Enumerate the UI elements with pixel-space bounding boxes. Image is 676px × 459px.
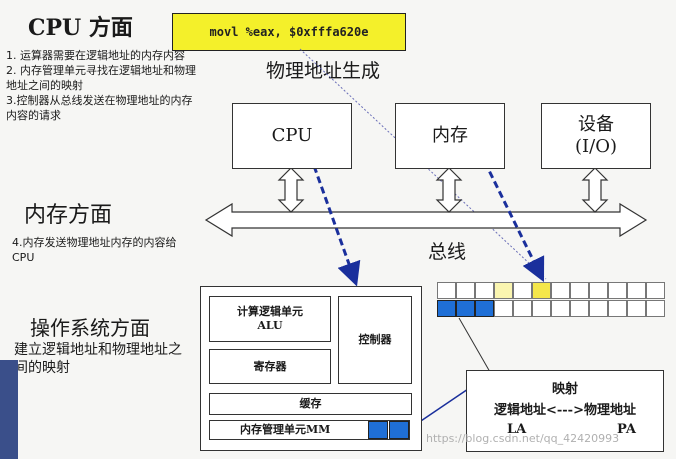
cpu-bus-arrow [277,167,305,213]
cpu-label: CPU [271,125,313,146]
memory-cell [551,282,570,299]
controller-label: 控制器 [358,333,392,346]
memory-cell [589,282,608,299]
memory-cell [456,282,475,299]
memory-cell [494,282,513,299]
memory-cell [513,300,532,317]
memory-bus-arrow [435,167,463,213]
memory-cell [494,300,513,317]
mapping-title: 映射 [551,382,578,397]
cache-box: 缓存 [209,393,412,415]
memory-cell [532,282,551,299]
mmu-label: 内存管理单元MM [240,423,331,436]
device-bus-arrow [581,167,609,213]
memory-cell [627,282,646,299]
device-box: 设备 (I/O) [541,103,651,169]
memory-cell [475,300,494,317]
mapping-relation: 逻辑地址<--->物理地址 [494,403,636,418]
mapping-box: 映射 逻辑地址<--->物理地址 LA PA [466,370,664,452]
grid-to-mapping-line [458,317,491,373]
mapping-la: LA [507,422,527,437]
cpu-note-1: 1. 运算器需要在逻辑地址的内存内容 [6,49,185,62]
memory-cell [475,282,494,299]
memory-cell [513,282,532,299]
os-note: 建立逻辑地址和物理地址之间的映射 [14,342,182,376]
bus-label: 总线 [428,241,467,263]
presenter-shape [0,360,18,459]
mmu-box: 内存管理单元MM [209,420,410,440]
registers-label: 寄存器 [253,359,287,373]
memory-cell [570,282,589,299]
memory-cell [456,300,475,317]
memory-heading: 内存方面 [24,203,113,228]
memory-cell [437,300,456,317]
mmu-cell-2 [389,421,409,439]
mmu-cell-1 [368,421,388,439]
memory-cell [437,282,456,299]
cpu-note-2: 2. 内存管理单元寻找在逻辑地址和物理地址之间的映射 [6,64,196,92]
alu-abbrev: ALU [257,319,283,332]
memory-cell [646,282,665,299]
cpu-notes: 1. 运算器需要在逻辑地址的内存内容 2. 内存管理单元寻找在逻辑地址和物理地址… [6,48,202,123]
controller-box: 控制器 [338,296,412,384]
cpu-heading: CPU 方面 [28,15,133,41]
mapping-to-mmu-arrow [408,384,475,430]
memory-cell [532,300,551,317]
alu-box: 计算逻辑单元 ALU [209,296,331,342]
alu-label: 计算逻辑单元 [237,305,303,318]
diagram-title: 物理地址生成 [266,60,381,82]
os-heading: 操作系统方面 [30,316,150,340]
memory-cell [570,300,589,317]
memory-note: 4.内存发送物理地址内存的内容给CPU [12,236,177,264]
cpu-note-3: 3.控制器从总线发送在物理地址的内存内容的请求 [6,94,193,122]
bus-arrow [204,202,648,238]
cpu-box: CPU [232,103,352,169]
memory-cell [589,300,608,317]
registers-box: 寄存器 [209,349,331,384]
instruction-box: movl %eax, $0xfffa620e [172,13,406,51]
memory-cell [551,300,570,317]
memory-cell [627,300,646,317]
device-io-label: (I/O) [575,136,617,157]
memory-cell [608,282,627,299]
memory-label: 内存 [432,125,468,146]
watermark: https://blog.csdn.net/qq_42420993 [426,432,620,445]
device-label: 设备 [577,114,614,135]
memory-cell [646,300,665,317]
cache-label: 缓存 [299,397,322,410]
mapping-pa: PA [617,422,636,437]
memory-cell [608,300,627,317]
memory-box: 内存 [395,103,505,169]
